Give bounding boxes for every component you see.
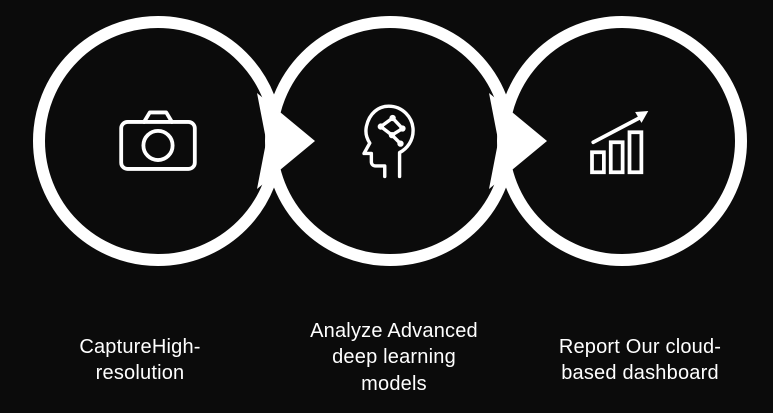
step-circle-capture	[33, 16, 283, 266]
step-label-analyze: Analyze Advanced deep learning models	[310, 320, 478, 395]
step-label-report: Report Our cloud-based dashboard	[558, 336, 722, 385]
growth-chart-icon	[582, 101, 662, 181]
ai-head-icon	[348, 99, 432, 183]
camera-icon	[117, 108, 199, 174]
step-label-capture: CaptureHigh-resolution	[79, 336, 201, 385]
